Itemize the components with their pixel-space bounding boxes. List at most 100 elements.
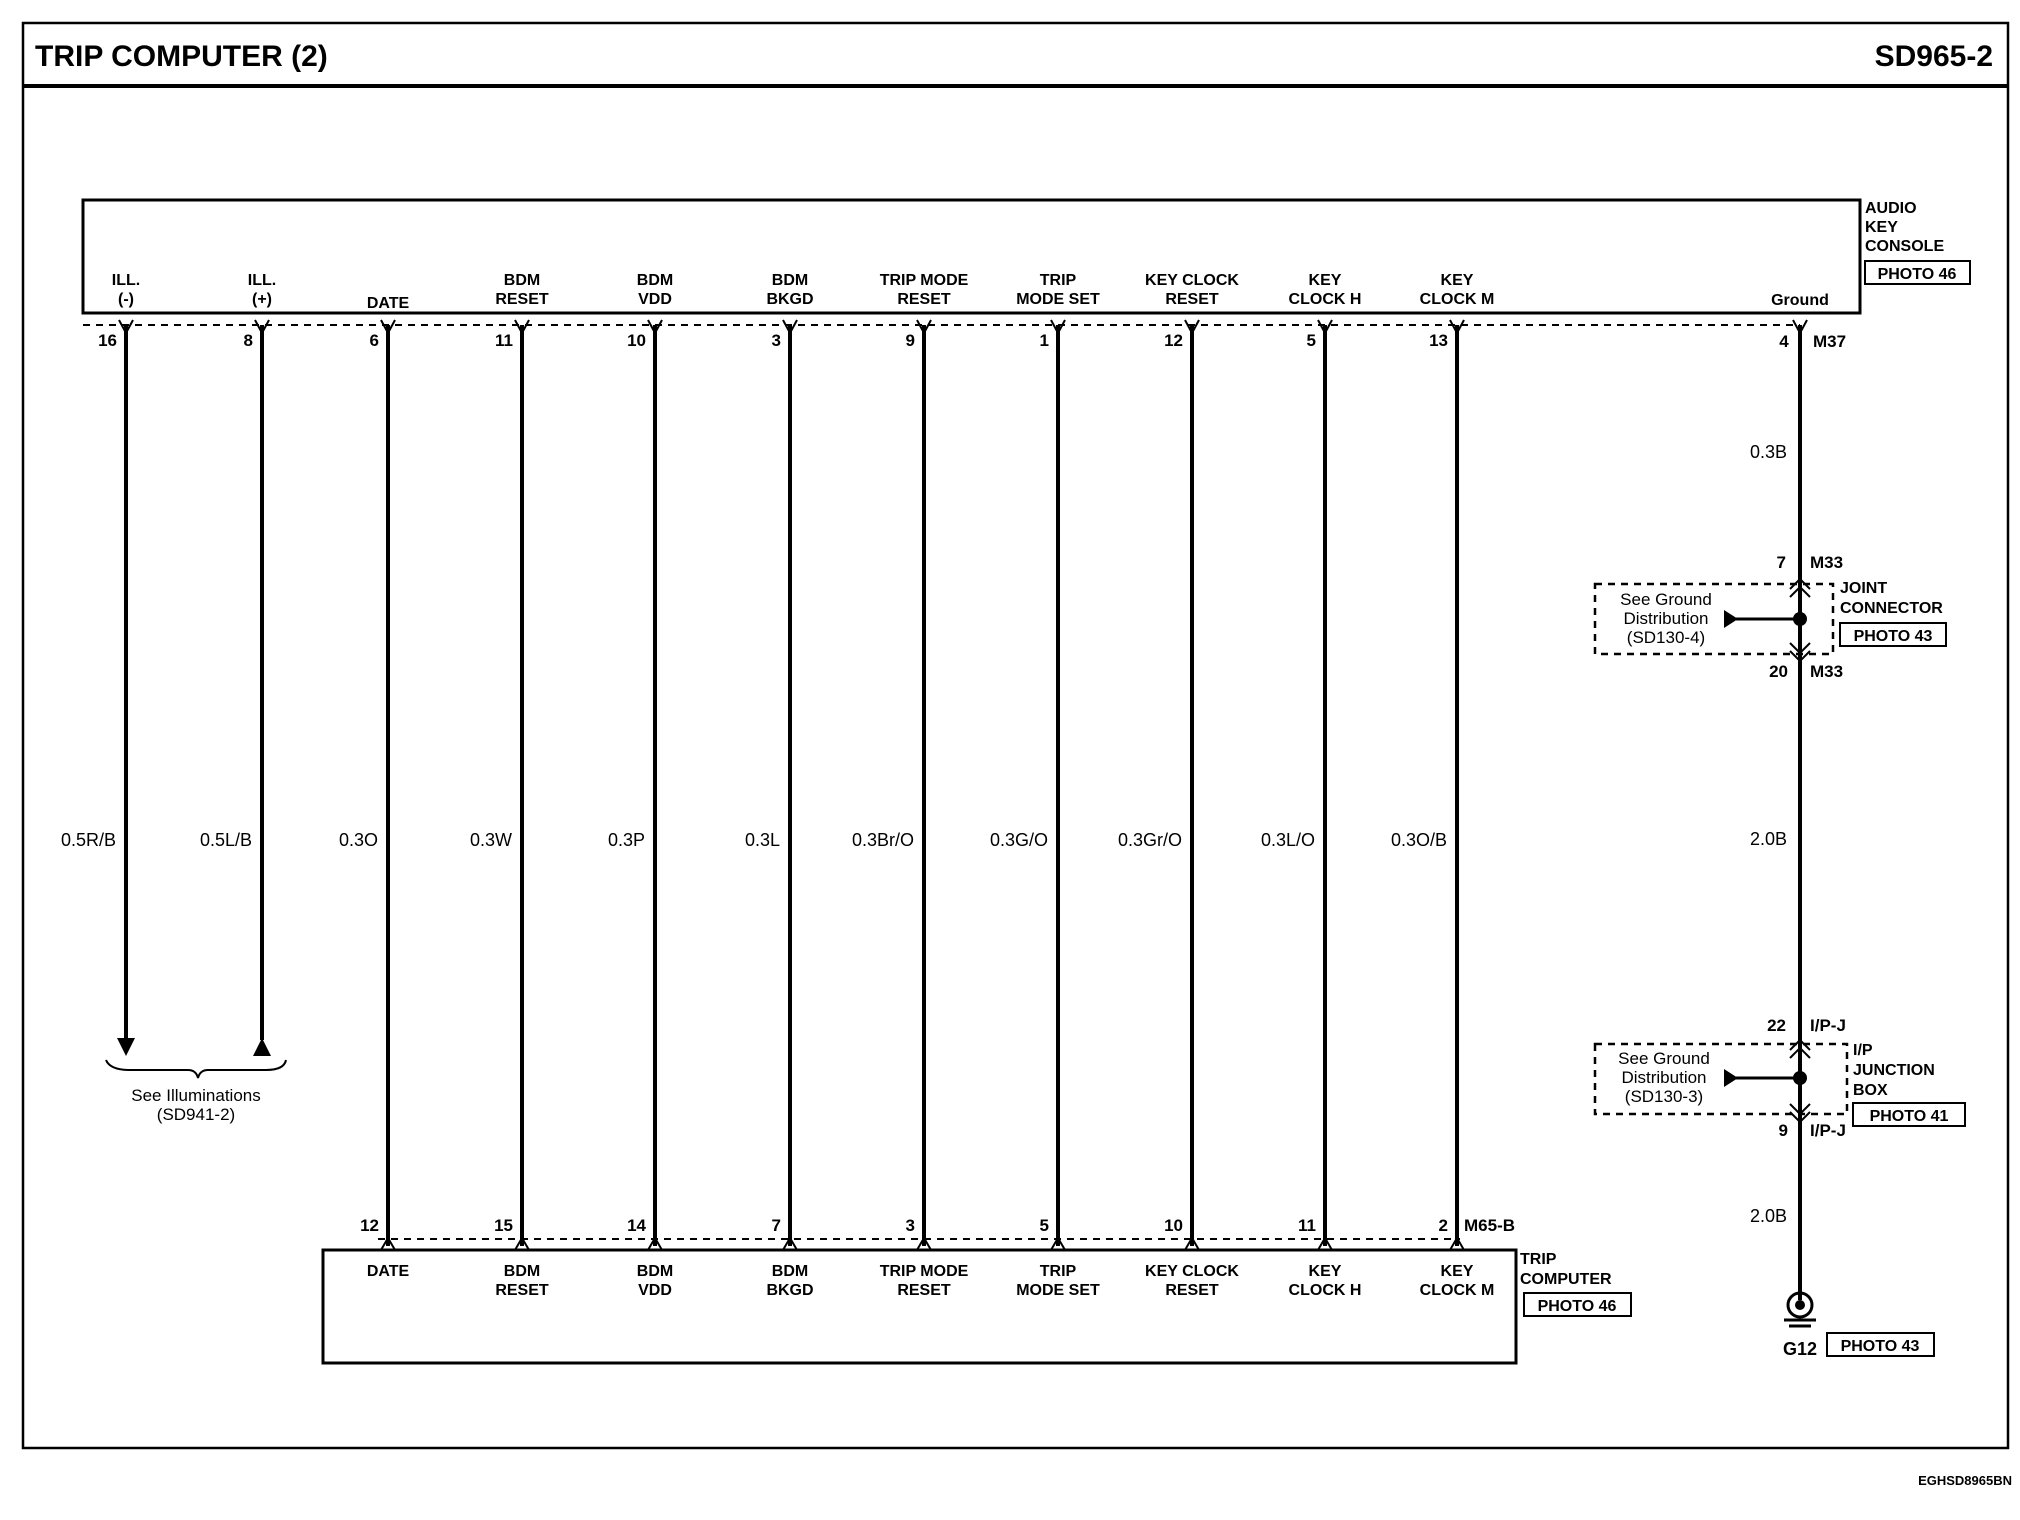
joint-photo: PHOTO 43: [1854, 628, 1933, 645]
wire-color-label-7: 0.3G/O: [990, 830, 1048, 850]
jb-photo: PHOTO 41: [1870, 1108, 1949, 1125]
trip-computer-name-2: COMPUTER: [1520, 1271, 1612, 1288]
audio-console-name-1: AUDIO: [1865, 200, 1917, 217]
joint-name-1: JOINT: [1840, 580, 1887, 597]
console-pin-4: 10: [627, 331, 646, 350]
ground-top-pin: 4: [1779, 332, 1789, 351]
circuit-wires: ILL.(-)160.5R/BILL.(+)80.5L/BDATE60.3O12…: [61, 272, 1494, 1299]
jb-in-conn: I/P-J: [1810, 1016, 1846, 1035]
trip-pin-3: 15: [494, 1216, 513, 1235]
console-func-label-4-a: BDM: [637, 272, 673, 289]
illumination-note-1: See Illuminations: [131, 1086, 260, 1105]
trip-pin-7: 5: [1040, 1216, 1049, 1235]
joint-note-2: Distribution: [1623, 609, 1708, 628]
trip-func-label-6-b: RESET: [897, 1282, 951, 1299]
trip-pin-2: 12: [360, 1216, 379, 1235]
trip-pin-4: 14: [627, 1216, 646, 1235]
jb-name-1: I/P: [1853, 1042, 1873, 1059]
trip-pin-10: 2: [1439, 1216, 1448, 1235]
audio-console-label: AUDIO KEY CONSOLE PHOTO 46: [1864, 200, 1971, 285]
trip-func-label-7-a: TRIP: [1040, 1263, 1077, 1280]
ground-label: Ground: [1771, 292, 1829, 309]
jb-out-pin: 9: [1779, 1121, 1788, 1140]
trip-func-label-2: DATE: [367, 1263, 410, 1280]
jb-note-3: (SD130-3): [1625, 1087, 1703, 1106]
console-func-label-8-a: KEY CLOCK: [1145, 272, 1239, 289]
trip-pin-mark-7: [1050, 1236, 1066, 1251]
console-pin-6: 9: [906, 331, 915, 350]
jb-branch-arrow: [1724, 1069, 1738, 1087]
jb-dashed-box: [1593, 1042, 1849, 1116]
console-func-label-7-b: MODE SET: [1016, 291, 1100, 308]
ground-photo-box: [1826, 1332, 1935, 1357]
wire-color-label-5: 0.3L: [745, 830, 780, 850]
console-func-label-4-b: VDD: [638, 291, 672, 308]
jb-in-pin: 22: [1767, 1016, 1786, 1035]
trip-pin-mark-9: [1317, 1236, 1333, 1251]
wire-color-label-2: 0.3O: [339, 830, 378, 850]
trip-pin-mark-4: [647, 1236, 663, 1251]
wire-color-label-4: 0.3P: [608, 830, 645, 850]
trip-computer-photo-box: [1523, 1292, 1632, 1317]
wire-color-label-8: 0.3Gr/O: [1118, 830, 1182, 850]
console-func-label-10-a: KEY: [1441, 272, 1474, 289]
console-pin-1: 8: [244, 331, 253, 350]
wire-color-label-0: 0.5R/B: [61, 830, 116, 850]
trip-computer-connector: M65-B: [1464, 1216, 1515, 1235]
console-func-label-3-b: RESET: [495, 291, 549, 308]
illumination-note-2: (SD941-2): [157, 1105, 235, 1124]
console-pin-8: 12: [1164, 331, 1183, 350]
ground-path: Ground 4 M37 0.3B 7 M33 See Ground Distr…: [1593, 292, 1966, 1359]
trip-pin-mark-3: [514, 1236, 530, 1251]
joint-note-1: See Ground: [1620, 590, 1712, 609]
console-func-label-9-a: KEY: [1309, 272, 1342, 289]
trip-func-label-5-b: BKGD: [766, 1282, 813, 1299]
console-func-label-2: DATE: [367, 295, 410, 312]
trip-computer-photo: PHOTO 46: [1538, 1298, 1617, 1315]
trip-computer-label: TRIP COMPUTER PHOTO 46 M65-B: [1464, 1216, 1632, 1317]
wire-color-label-3: 0.3W: [470, 830, 512, 850]
console-pin-2: 6: [370, 331, 379, 350]
joint-in-conn: M33: [1810, 553, 1843, 572]
trip-func-label-3-a: BDM: [504, 1263, 540, 1280]
audio-key-console-box: [81, 198, 1862, 315]
wire-color-label-9: 0.3L/O: [1261, 830, 1315, 850]
audio-console-name-2: KEY: [1865, 219, 1898, 236]
wire-color-label-10: 0.3O/B: [1391, 830, 1447, 850]
ground-point-label: G12: [1783, 1339, 1817, 1359]
console-pin-5: 3: [772, 331, 781, 350]
ground-symbol-icon: [1784, 1291, 1816, 1328]
trip-func-label-9-a: KEY: [1309, 1263, 1342, 1280]
console-pin-7: 1: [1040, 331, 1049, 350]
footer-code: EGHSD8965BN: [1918, 1473, 2012, 1488]
trip-computer-box: [321, 1248, 1518, 1365]
console-func-label-6-a: TRIP MODE: [880, 272, 969, 289]
audio-console-name-3: CONSOLE: [1865, 238, 1944, 255]
trip-pin-mark-10: [1449, 1236, 1465, 1251]
trip-pin-mark-5: [782, 1236, 798, 1251]
console-func-label-6-b: RESET: [897, 291, 951, 308]
trip-func-label-6-a: TRIP MODE: [880, 1263, 969, 1280]
ground-photo: PHOTO 43: [1841, 1338, 1920, 1355]
console-func-label-5-a: BDM: [772, 272, 808, 289]
illumination-brace: [105, 1059, 287, 1079]
audio-console-photo: PHOTO 46: [1878, 266, 1957, 283]
trip-pin-mark-6: [916, 1236, 932, 1251]
joint-photo-box: [1839, 622, 1947, 647]
trip-func-label-3-b: RESET: [495, 1282, 549, 1299]
trip-computer-name-1: TRIP: [1520, 1251, 1557, 1268]
console-func-label-10-b: CLOCK M: [1420, 291, 1495, 308]
jb-note-2: Distribution: [1621, 1068, 1706, 1087]
jb-photo-box: [1852, 1102, 1966, 1127]
trip-pin-6: 3: [906, 1216, 915, 1235]
ground-top-connector: M37: [1813, 332, 1846, 351]
trip-func-label-8-b: RESET: [1165, 1282, 1219, 1299]
trip-pin-8: 10: [1164, 1216, 1183, 1235]
ground-wire-3-label: 2.0B: [1750, 1206, 1787, 1226]
console-pin-3: 11: [495, 331, 513, 350]
wire-color-label-6: 0.3Br/O: [852, 830, 914, 850]
console-func-label-3-a: BDM: [504, 272, 540, 289]
jb-out-conn: I/P-J: [1810, 1121, 1846, 1140]
trip-func-label-4-b: VDD: [638, 1282, 672, 1299]
trip-pin-9: 11: [1298, 1216, 1316, 1235]
